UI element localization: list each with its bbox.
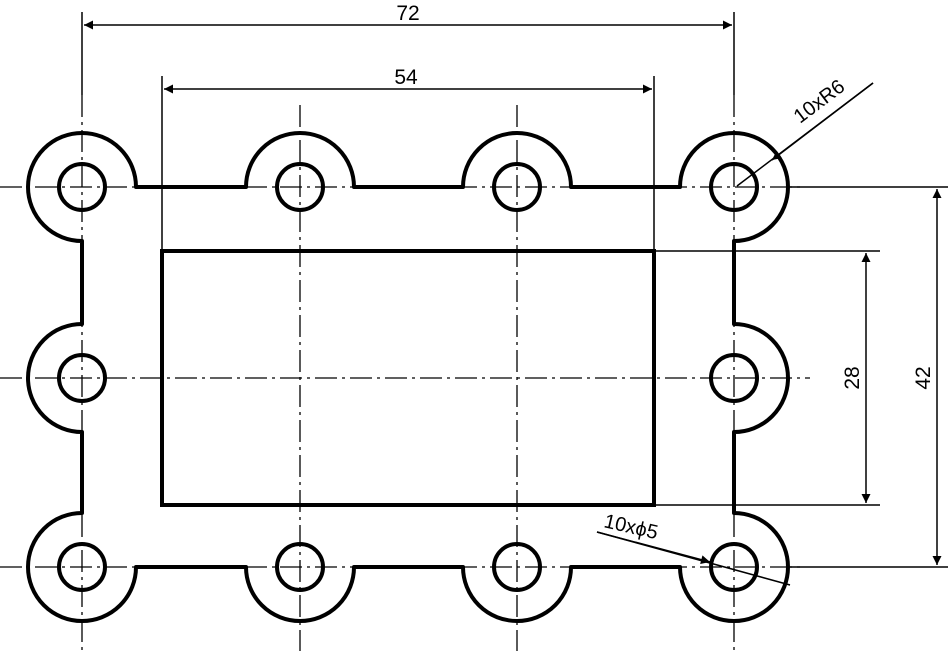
plate-outline [26,131,790,623]
hole [57,542,107,592]
leader-fillet-radius [736,82,874,187]
dimension-label-overall-width: 72 [396,2,419,25]
hole [275,162,325,212]
dimension-label-cutout-width: 54 [394,66,418,89]
hole [709,542,759,592]
dimension-label-cutout-height: 28 [841,366,864,389]
hole [57,162,107,212]
leader-hole-diameter [596,531,791,586]
dimension-overall-width [81,12,735,95]
hole [492,162,542,212]
inner-cutout [160,249,656,507]
hole [57,353,107,403]
note-fillet-radius: 10xR6 [790,76,849,128]
hole [492,542,542,592]
dimension-label-overall-height: 42 [912,366,935,389]
dimension-cutout-height [654,250,880,506]
hole [709,162,759,212]
holes [57,162,759,592]
dimension-overall-height [790,186,948,568]
note-hole-diameter: 10xϕ5 [602,510,660,544]
hole [275,542,325,592]
hole [709,353,759,403]
dimension-cutout-width [161,76,655,251]
